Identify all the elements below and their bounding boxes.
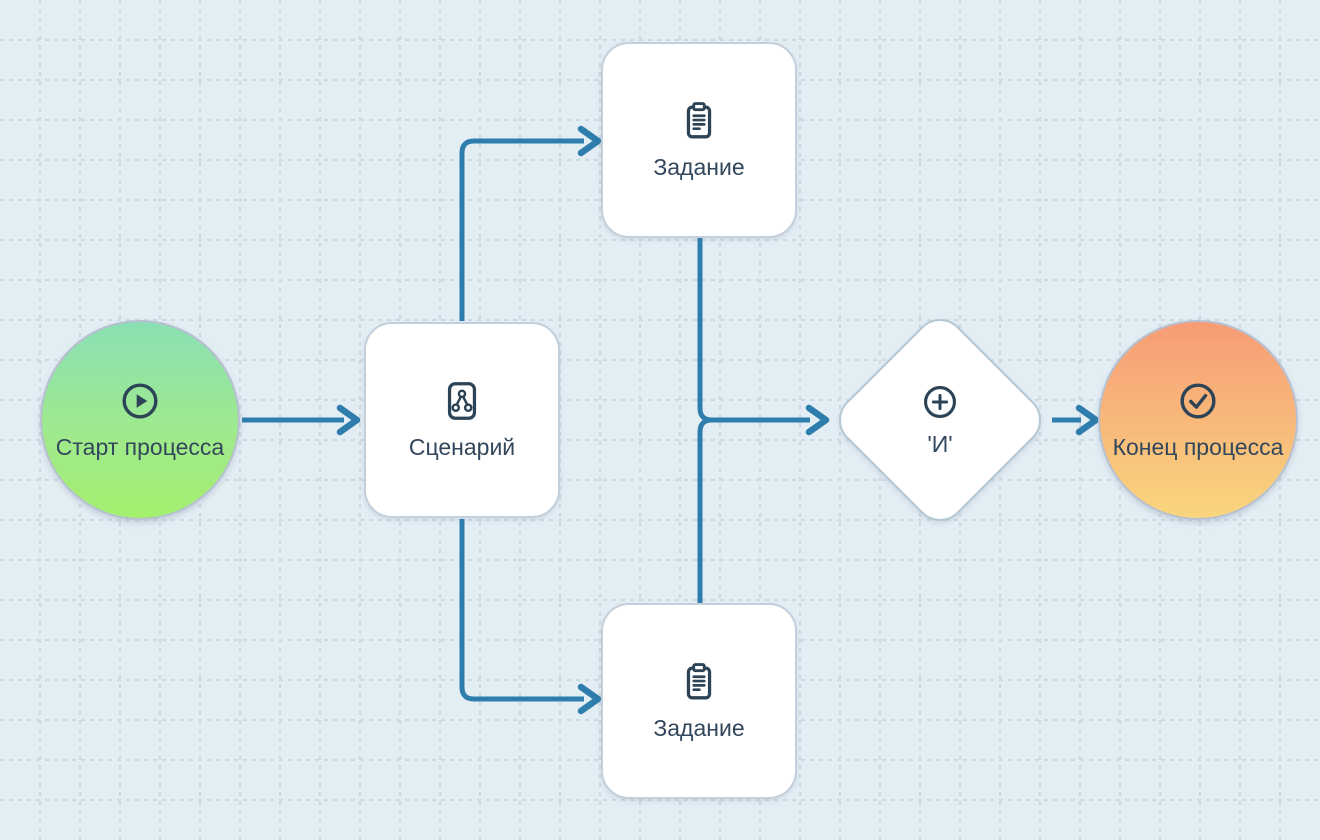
node-label: Задание xyxy=(653,714,745,741)
gateway-content: 'И' xyxy=(863,343,1017,497)
edge-scenario-to-task-bottom[interactable] xyxy=(459,519,584,702)
node-end-event[interactable]: Конец процесса xyxy=(1098,320,1298,520)
node-scenario[interactable]: Сценарий xyxy=(364,322,560,518)
check-circle-icon xyxy=(1175,378,1221,424)
plus-circle-icon xyxy=(919,381,961,423)
edge-scenario-to-task-top[interactable] xyxy=(459,138,584,321)
node-label: 'И' xyxy=(927,430,953,457)
arrowhead-into-end xyxy=(1075,404,1100,436)
arrowhead-into-gateway xyxy=(805,404,830,436)
node-label: Старт процесса xyxy=(55,433,225,460)
clipboard-icon xyxy=(676,98,722,144)
node-label: Задание xyxy=(653,153,745,180)
clipboard-icon xyxy=(676,659,722,705)
workflow-icon xyxy=(439,378,485,424)
node-start-event[interactable]: Старт процесса xyxy=(40,320,240,520)
play-circle-icon xyxy=(117,378,163,424)
edge-task-top-to-gateway[interactable] xyxy=(697,237,810,423)
arrowhead-into-scenario xyxy=(336,404,361,436)
node-label: Конец процесса xyxy=(1112,433,1284,460)
arrowhead-into-task-top xyxy=(577,125,602,157)
edge-task-bottom-to-gateway[interactable] xyxy=(697,417,810,604)
node-label: Сценарий xyxy=(408,433,516,460)
arrowhead-into-task-bottom xyxy=(577,683,602,715)
node-and-gateway[interactable]: 'И' xyxy=(828,308,1052,532)
node-task-top[interactable]: Задание xyxy=(601,42,797,238)
node-task-bottom[interactable]: Задание xyxy=(601,603,797,799)
